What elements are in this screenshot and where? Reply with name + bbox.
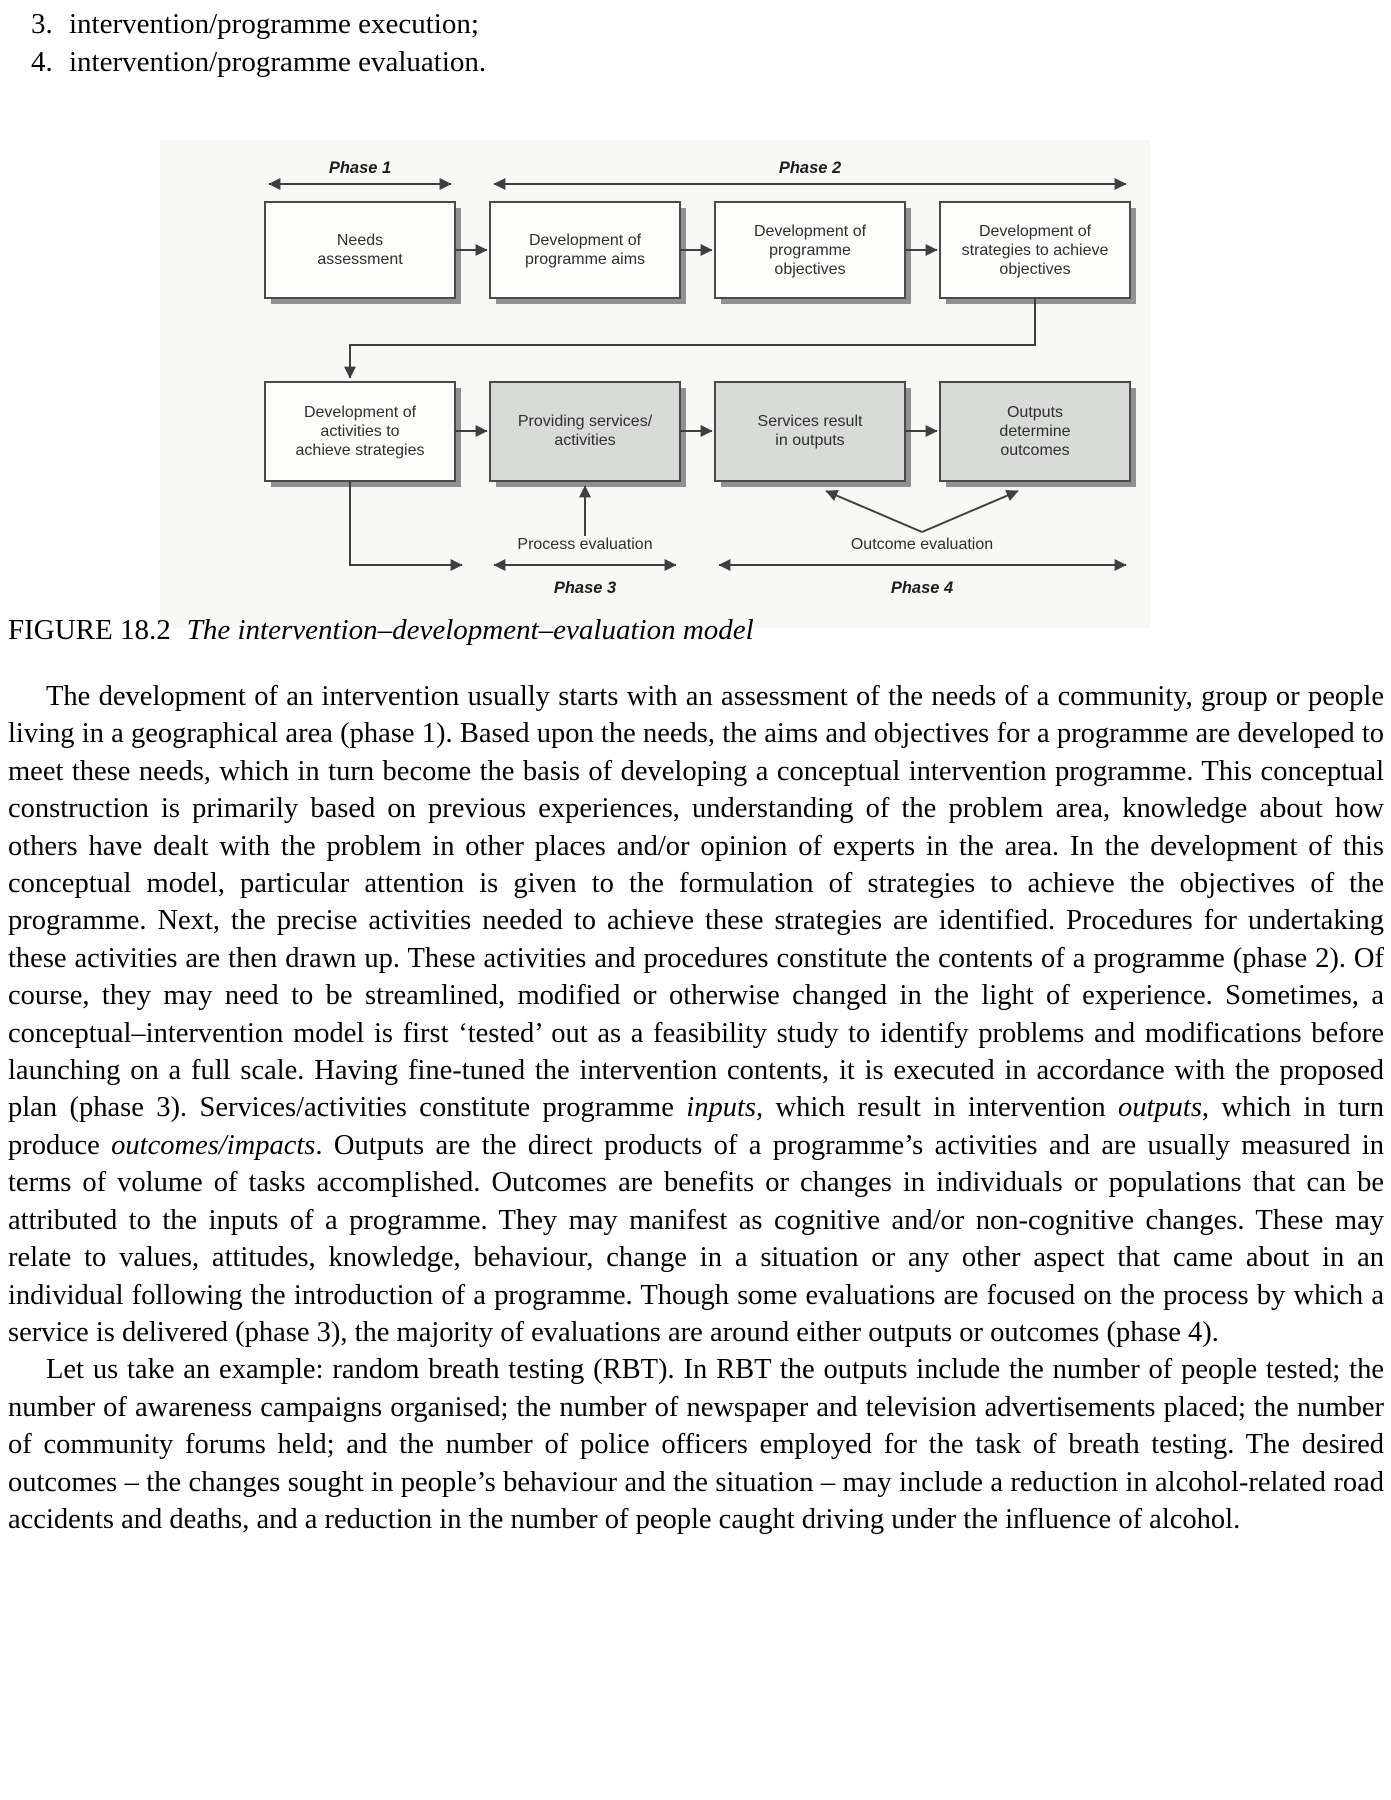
list-item-number: 3. <box>31 8 53 40</box>
list-item-number: 4. <box>31 46 53 78</box>
phase4-label: Phase 4 <box>891 579 953 597</box>
flow-box-development-of-programme-aims: Development of programme aims <box>489 201 686 304</box>
svg-text:objectives: objectives <box>999 261 1070 278</box>
figure-caption-title: The intervention–development–evaluation … <box>186 614 754 646</box>
flow-box-development-of-activities: Development of activities to achieve str… <box>264 381 461 487</box>
paragraph1-segment: . Outputs are the direct products of a p… <box>8 1129 1384 1348</box>
svg-text:strategies to achieve: strategies to achieve <box>962 242 1109 259</box>
svg-text:programme aims: programme aims <box>525 251 645 268</box>
flow-box-services-result-in-outputs: Services result in outputs <box>714 381 911 487</box>
list-item: 3. intervention/programme execution; <box>31 5 486 43</box>
svg-text:programme: programme <box>769 242 851 259</box>
flow-box-providing-services: Providing services/ activities <box>489 381 686 487</box>
figure-caption-label: FIGURE 18.2 <box>8 614 171 646</box>
svg-text:activities: activities <box>554 432 615 449</box>
paragraph1-segment: , which in turn produce <box>8 1092 1384 1161</box>
arrow-box4-box5-elbow <box>344 298 1036 379</box>
phase2-label: Phase 2 <box>779 159 841 177</box>
text-block: FIGURE 18.2 The intervention–development–… <box>8 614 1384 1538</box>
list-item-text: intervention/programme execution; <box>69 8 479 40</box>
body-paragraph-2: Let us take an example: random breath te… <box>8 1354 1384 1535</box>
paragraph1-italic-outcomes: outcomes/impacts <box>111 1129 316 1161</box>
svg-text:Needs: Needs <box>337 232 383 249</box>
paragraph1-italic-inputs: inputs <box>686 1092 756 1124</box>
flow-box-development-of-programme-objectives: Development of programme objectives <box>714 201 911 304</box>
svg-text:Providing services/: Providing services/ <box>518 413 653 430</box>
flow-box-needs-assessment: Needs assessment <box>264 201 461 304</box>
svg-text:assessment: assessment <box>317 251 403 268</box>
arrow-outcome-to-box7 <box>825 489 923 533</box>
svg-text:Services result: Services result <box>758 413 863 430</box>
svg-text:Development of: Development of <box>529 232 642 249</box>
process-evaluation-label: Process evaluation <box>517 536 652 553</box>
paragraph1-segment: The development of an intervention usual… <box>8 681 1384 1124</box>
outcome-evaluation-label: Outcome evaluation <box>851 536 993 553</box>
svg-text:determine: determine <box>999 423 1070 440</box>
list-item-text: intervention/programme evaluation. <box>69 46 487 78</box>
figure-diagram: Phase 1 Phase 2 Needs assessment Develop… <box>160 140 1150 628</box>
body-paragraph-1: The development of an intervention usual… <box>8 678 1384 1351</box>
arrow-box5-phase3-elbow <box>349 481 463 571</box>
list-item: 4. intervention/programme evaluation. <box>31 43 486 81</box>
svg-text:in outputs: in outputs <box>775 432 844 449</box>
svg-text:Development of: Development of <box>304 404 417 421</box>
svg-text:objectives: objectives <box>774 261 845 278</box>
svg-text:Development of: Development of <box>754 223 867 240</box>
paragraph1-segment: , which result in intervention <box>755 1092 1118 1124</box>
flow-box-outputs-determine-outcomes: Outputs determine outcomes <box>939 381 1136 487</box>
svg-text:activities to: activities to <box>320 423 399 440</box>
figure-caption: FIGURE 18.2 The intervention–development–… <box>8 614 1384 647</box>
svg-text:achieve strategies: achieve strategies <box>296 442 425 459</box>
svg-text:Development of: Development of <box>979 223 1092 240</box>
flow-diagram-svg: Phase 1 Phase 2 Needs assessment Develop… <box>264 159 1136 597</box>
arrow-outcome-to-box8 <box>921 489 1019 533</box>
paragraph1-italic-outputs: outputs <box>1117 1092 1202 1124</box>
numbered-list: 3. intervention/programme execution; 4. … <box>31 5 486 81</box>
phase3-label: Phase 3 <box>554 579 616 597</box>
svg-text:outcomes: outcomes <box>1000 442 1069 459</box>
flow-box-development-of-strategies: Development of strategies to achieve obj… <box>939 201 1136 304</box>
svg-text:Outputs: Outputs <box>1007 404 1063 421</box>
phase1-label: Phase 1 <box>329 159 391 177</box>
